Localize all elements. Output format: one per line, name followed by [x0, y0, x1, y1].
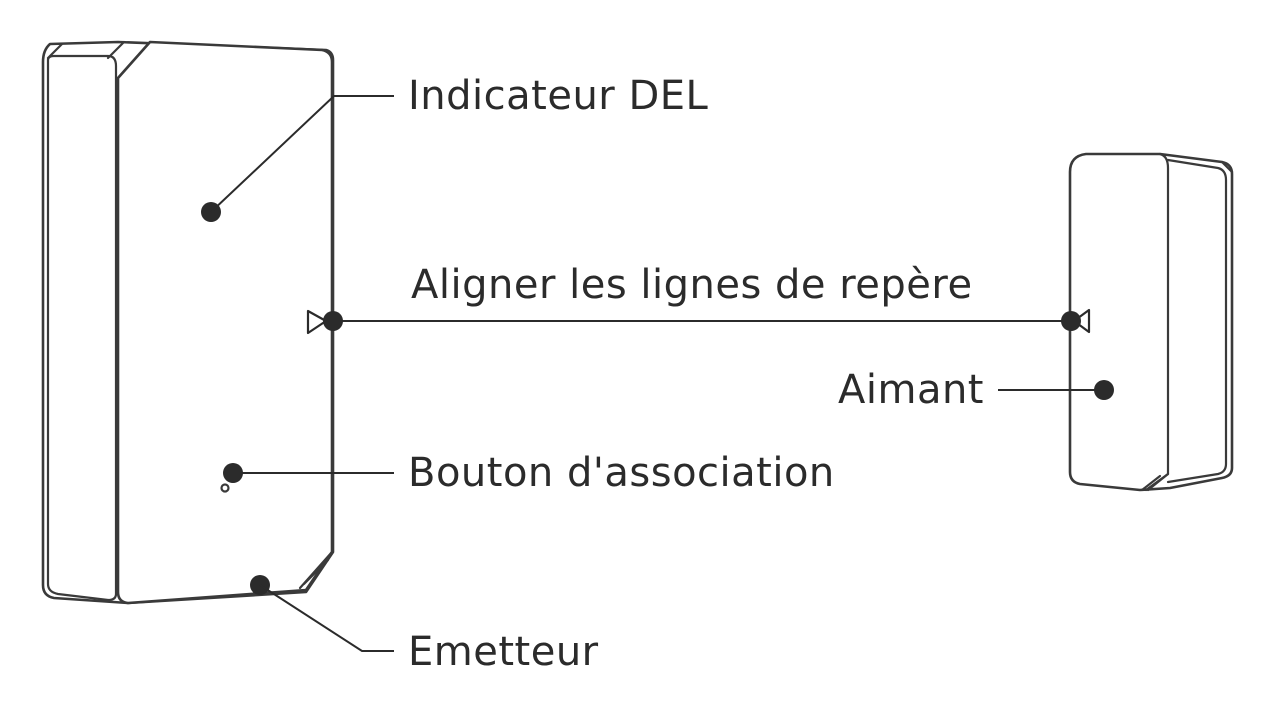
transmitter-top-chamfer — [46, 40, 152, 80]
transmitter-callout: Emetteur — [250, 575, 599, 675]
pairing-button-hole — [220, 483, 230, 493]
transmitter-label: Emetteur — [408, 629, 599, 675]
pairing-callout: Bouton d'association — [220, 450, 835, 496]
transmitter-front-face — [116, 40, 334, 605]
transmitter-device — [41, 40, 335, 605]
alignment-marks: Aligner les lignes de repère — [306, 262, 1091, 335]
magnet-callout: Aimant — [838, 367, 1114, 413]
magnet-side-inner-edge — [1166, 158, 1228, 484]
transmitter-bottom-chamfer — [298, 550, 334, 590]
align-label: Aligner les lignes de repère — [411, 262, 973, 308]
transmitter-alignment-marker — [306, 309, 328, 335]
magnet-front-edge — [1144, 152, 1170, 492]
magnet-device — [1068, 152, 1234, 492]
transmitter-side-inner-edge — [46, 54, 118, 602]
led-leader-line — [210, 95, 394, 213]
led-callout: Indicateur DEL — [201, 73, 709, 222]
magnet-body — [1068, 152, 1234, 492]
magnet-alignment-dot — [1061, 311, 1081, 331]
transmitter-leader-line — [259, 584, 394, 652]
magnet-chamfers — [1140, 160, 1234, 492]
magnet-alignment-marker — [1072, 308, 1091, 334]
magnet-label: Aimant — [838, 367, 984, 413]
pairing-label: Bouton d'association — [408, 450, 835, 496]
led-label: Indicateur DEL — [408, 73, 709, 119]
transmitter-alignment-dot — [323, 311, 343, 331]
